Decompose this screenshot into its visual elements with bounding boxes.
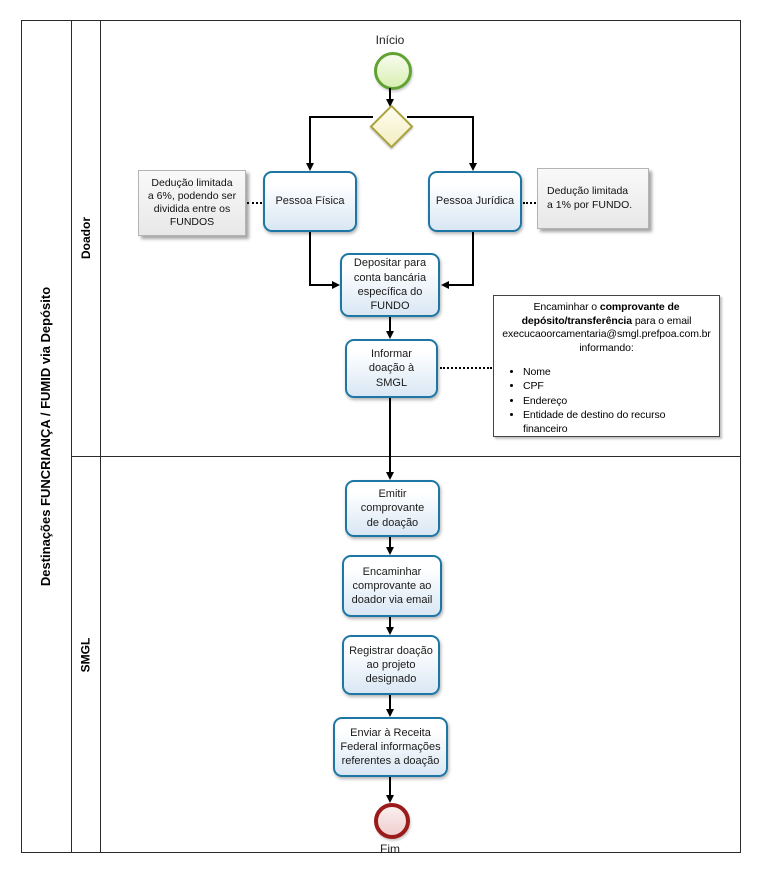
flow-pj-down [472,232,474,286]
arrowhead-emitir-encaminhar [386,547,394,555]
flow-pf-down [309,232,311,286]
note-bullet: Endereço [523,395,712,409]
flow-gateway-left-v [309,116,311,165]
flow-pj-left [448,284,474,286]
flow-start-gateway [389,88,391,101]
note-text-bold: comprovante de depósito/transferência [521,301,680,327]
arrowhead-enviar-fim [386,795,394,803]
flow-registrar-enviar [389,695,391,712]
flow-informar-emitir [389,398,391,474]
task-registrar-doacao: Registrar doação ao projeto designado [342,635,440,695]
lane-doador-text: Doador [78,217,93,259]
pool-title-text: Destinações FUNCRIANÇA / FUMID via Depós… [38,286,54,587]
pool-title: Destinações FUNCRIANÇA / FUMID via Depós… [21,20,71,853]
flow-encaminhar-registrar [389,617,391,630]
note-bullet: Entidade de destino do recurso financeir… [523,409,712,436]
arrowhead-to-pessoa-juridica [469,163,477,171]
task-depositar: Depositar para conta bancária específica… [340,253,440,317]
annotation-deducao-1: Dedução limitada a 1% por FUNDO. [537,168,649,229]
note-text-middle: para o email execucaoorcamentaria@smgl.p… [502,314,711,354]
association-annotation-left [247,202,262,204]
arrowhead-depositar-informar [386,331,394,339]
note-bullet: Nome [523,366,712,380]
flow-pf-right [309,284,334,286]
association-annotation-right [523,202,536,204]
lane-divider [71,456,741,457]
task-encaminhar-comprovante: Encaminhar comprovante ao doador via ema… [342,555,442,617]
annotation-deducao-6: Dedução limitada a 6%, podendo ser divid… [138,170,246,236]
flow-emitir-encaminhar [389,537,391,550]
task-informar-smgl: Informar doação à SMGL [345,339,438,398]
arrowhead-to-pessoa-fisica [306,163,314,171]
flow-enviar-fim [389,777,391,798]
end-event-icon [374,803,410,839]
pool-frame [21,20,741,853]
flow-depositar-informar [389,317,391,333]
lane-label-smgl: SMGL [71,456,100,853]
task-emitir-comprovante: Emitir comprovante de doação [345,480,440,537]
start-event-icon [374,52,412,90]
task-enviar-receita: Enviar à Receita Federal informações ref… [333,717,448,777]
arrowhead-registrar-enviar [386,709,394,717]
task-pessoa-juridica: Pessoa Jurídica [428,171,522,232]
arrowhead-pj-depositar [441,281,449,289]
note-comprovante: Encaminhar o comprovante de depósito/tra… [493,295,720,437]
arrowhead-encaminhar-registrar [386,627,394,635]
note-bullet-list: Nome CPF Endereço Entidade de destino do… [501,366,712,437]
flow-gateway-right-v [472,116,474,165]
start-event-label: Início [375,33,405,47]
note-text-prefix: Encaminhar o [533,301,600,313]
pool-title-divider [71,20,72,853]
arrowhead-informar-emitir [386,472,394,480]
lane-smgl-text: SMGL [78,637,93,672]
note-head: Encaminhar o comprovante de depósito/tra… [501,301,712,356]
flow-gateway-left-h [309,116,373,118]
lane-label-doador: Doador [71,20,100,456]
association-note [440,367,492,369]
lane-label-divider [100,20,101,853]
flow-gateway-right-h [407,116,474,118]
note-bullet: CPF [523,380,712,394]
arrowhead-pf-depositar [332,281,340,289]
end-event-label: Fim [380,842,400,856]
arrowhead-start-gateway [386,99,394,107]
task-pessoa-fisica: Pessoa Física [263,171,357,232]
